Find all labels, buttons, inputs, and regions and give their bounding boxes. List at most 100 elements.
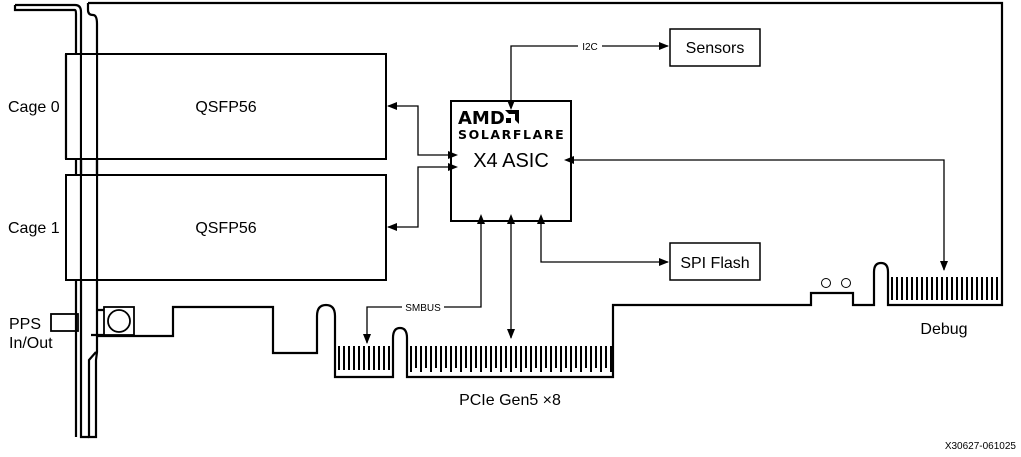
connector-finger	[485, 346, 487, 368]
connector-finger	[570, 346, 572, 372]
cage-1-label: Cage 1	[8, 220, 60, 237]
amd-arrow-logo	[505, 110, 519, 124]
connector-finger	[610, 346, 612, 372]
smbus-label: SMBUS	[405, 303, 441, 314]
cage-0-box	[65, 53, 387, 160]
connector-finger	[363, 346, 365, 370]
connector-finger	[515, 346, 517, 368]
connector-finger	[565, 346, 567, 368]
connector-finger	[410, 346, 412, 372]
cage-0-module: QSFP56	[195, 99, 256, 116]
debug-link	[564, 156, 948, 271]
connector-finger	[991, 277, 993, 300]
spi-flash-label: SPI Flash	[680, 255, 749, 272]
connector-finger	[343, 346, 345, 370]
connector-finger	[590, 346, 592, 372]
led-0	[821, 278, 831, 288]
connector-finger	[445, 346, 447, 368]
connector-finger	[921, 277, 923, 300]
connector-finger	[373, 346, 375, 370]
connector-finger	[956, 277, 958, 300]
connector-finger	[986, 277, 988, 300]
cage-1-module: QSFP56	[195, 220, 256, 237]
connector-finger	[580, 346, 582, 372]
connector-finger	[605, 346, 607, 368]
connector-finger	[500, 346, 502, 372]
connector-finger	[430, 346, 432, 372]
connector-finger	[490, 346, 492, 372]
connector-finger	[378, 346, 380, 370]
connector-finger	[951, 277, 953, 300]
connector-finger	[931, 277, 933, 300]
connector-finger	[926, 277, 928, 300]
pps-label-line2: In/Out	[9, 335, 53, 352]
connector-finger	[510, 346, 512, 372]
connector-finger	[585, 346, 587, 368]
connector-finger	[996, 277, 998, 300]
connector-finger	[540, 346, 542, 372]
connector-finger	[388, 346, 390, 370]
connector-finger	[368, 346, 370, 370]
i2c-label-bg	[578, 40, 602, 52]
sensors-box	[669, 28, 761, 67]
pcie-fingers-long	[410, 346, 612, 372]
connector-finger	[480, 346, 482, 372]
connector-finger	[520, 346, 522, 372]
connector-finger	[981, 277, 983, 300]
pcie-label: PCIe Gen5 ×8	[459, 392, 561, 409]
connector-finger	[455, 346, 457, 368]
asic-brand-amd: AMD	[458, 108, 505, 129]
connector-finger	[966, 277, 968, 300]
figure-id: X30627-061025	[945, 441, 1017, 452]
bracket-gap-1	[82, 176, 96, 279]
connector-finger	[435, 346, 437, 368]
connector-finger	[465, 346, 467, 368]
pps-port	[50, 313, 79, 332]
connector-finger	[425, 346, 427, 368]
connector-finger	[595, 346, 597, 368]
connector-finger	[420, 346, 422, 372]
pcie-fingers-short	[338, 346, 390, 370]
connector-finger	[600, 346, 602, 372]
connector-finger	[505, 346, 507, 368]
connector-finger	[460, 346, 462, 372]
connector-finger	[946, 277, 948, 300]
connector-finger	[338, 346, 340, 370]
connector-finger	[891, 277, 893, 300]
connector-finger	[971, 277, 973, 300]
connector-finger	[525, 346, 527, 368]
connector-finger	[530, 346, 532, 372]
bracket-gap-0	[82, 55, 96, 158]
cage-1-box	[65, 174, 387, 281]
bracket	[15, 3, 89, 439]
bracket-lip	[13, 5, 78, 437]
pps-connector-circle	[107, 309, 131, 333]
connector-finger	[575, 346, 577, 368]
i2c-label: I2C	[582, 42, 598, 53]
asic-label: X4 ASIC	[473, 150, 549, 172]
connector-finger	[545, 346, 547, 368]
connector-finger	[358, 346, 360, 370]
connector-finger	[976, 277, 978, 300]
connector-finger	[550, 346, 552, 372]
i2c-line	[507, 42, 669, 110]
sensors-label: Sensors	[686, 40, 745, 57]
pps-mount	[91, 308, 104, 337]
connector-finger	[936, 277, 938, 300]
connector-finger	[911, 277, 913, 300]
connector-finger	[353, 346, 355, 370]
connector-finger	[348, 346, 350, 370]
pps-connector-body	[103, 306, 135, 336]
connector-finger	[535, 346, 537, 368]
debug-label: Debug	[920, 321, 967, 338]
pcb-top-edge	[86, 3, 99, 336]
connector-finger	[896, 277, 898, 300]
cage-0-label: Cage 0	[8, 99, 60, 116]
connector-finger	[440, 346, 442, 372]
connector-finger	[470, 346, 472, 372]
smbus-label-bg	[402, 301, 444, 313]
connector-finger	[555, 346, 557, 368]
connector-finger	[560, 346, 562, 372]
connector-finger	[961, 277, 963, 300]
